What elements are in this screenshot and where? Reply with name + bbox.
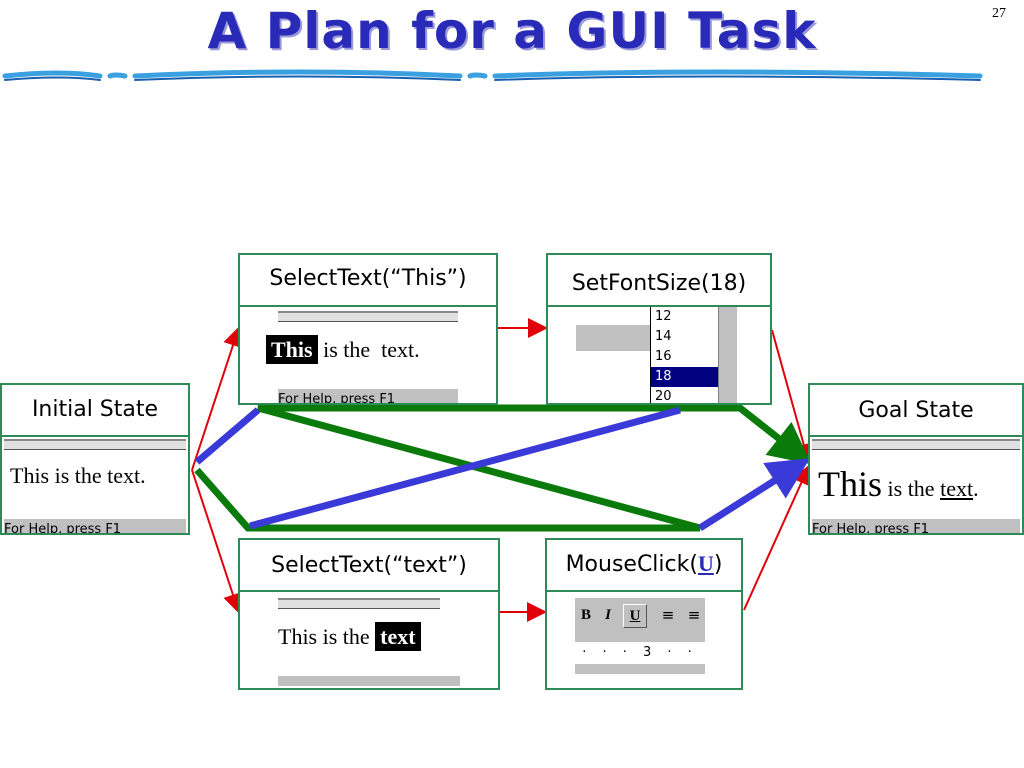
step-label: MouseClick(U): [547, 540, 741, 592]
font-size-option[interactable]: 12: [655, 309, 672, 324]
step-mouse-click: MouseClick(U) B I U ≡ ≡ · · · 3 · ·: [545, 538, 743, 690]
scrollbar[interactable]: [718, 307, 737, 403]
slide-title: A Plan for a GUI Task: [207, 2, 817, 60]
step-label: SetFontSize(18): [548, 255, 770, 307]
goal-state-box: Goal State This is the text. For Help, p…: [808, 383, 1024, 535]
edge-initial-to-selecttext: [191, 469, 243, 614]
bold-button[interactable]: B: [580, 607, 591, 623]
word-text: text: [940, 476, 974, 501]
step-set-font-size: SetFontSize(18) 12 14 16 18 20: [546, 253, 772, 405]
goal-state-label: Goal State: [810, 385, 1022, 437]
highlighted-word: text: [375, 622, 421, 651]
status-bar: For Help, press F1: [812, 519, 1020, 533]
text-end: .: [973, 476, 979, 501]
ruler: [812, 439, 1020, 450]
align-left-icon[interactable]: ≡: [661, 606, 675, 624]
edge-initial-to-selectthis: [191, 326, 243, 471]
font-size-option[interactable]: 20: [655, 389, 672, 404]
doc-text: This is the text: [278, 622, 421, 651]
font-size-option-selected[interactable]: 18: [651, 367, 719, 387]
align-center-icon[interactable]: ≡: [687, 606, 701, 624]
font-size-option[interactable]: 14: [655, 329, 672, 344]
status-bar: For Help, press F1: [4, 519, 186, 533]
doc-text: This is the text.: [10, 463, 146, 488]
italic-button[interactable]: I: [605, 607, 611, 623]
step-label: SelectText(“text”): [240, 540, 498, 592]
header-suffix: ): [713, 552, 723, 577]
text-rest: is the text.: [317, 337, 420, 362]
initial-state-box: Initial State This is the text. For Help…: [0, 383, 190, 535]
initial-state-label: Initial State: [2, 385, 188, 437]
plan-blue-seg1: [194, 407, 261, 465]
status-bar: For Help, press F1: [278, 389, 458, 403]
title-underline: [2, 69, 983, 81]
ruler-mark: 3: [642, 645, 658, 660]
highlighted-word: This: [266, 335, 318, 364]
plan-blue-seg2: [249, 406, 681, 530]
ruler: [4, 439, 186, 450]
edge-click-to-goal: [743, 464, 811, 611]
step-select-this: SelectText(“This”) This is the text. For…: [238, 253, 498, 405]
doc-text: This is the text.: [818, 463, 979, 505]
ruler: · · · 3 · ·: [575, 642, 705, 664]
header-arg: U: [697, 551, 714, 576]
font-size-list[interactable]: 12 14 16 18 20: [650, 307, 719, 404]
step-select-text: SelectText(“text”) This is the text: [238, 538, 500, 690]
formatting-toolbar: B I U ≡ ≡ · · · 3 · ·: [575, 598, 705, 674]
doc-text: This is the text.: [266, 335, 420, 364]
step-label: SelectText(“This”): [240, 255, 496, 307]
plan-green: [194, 404, 812, 532]
page-number: 27: [992, 6, 1006, 21]
status-bar: [278, 676, 460, 686]
header-prefix: MouseClick(: [565, 552, 698, 577]
text-mid: is the: [882, 476, 941, 501]
plan-blue-seg3: [698, 458, 810, 531]
underline-button[interactable]: U: [623, 604, 647, 628]
font-size-option[interactable]: 16: [655, 349, 672, 364]
text-before: This is the: [278, 624, 376, 649]
word-this: This: [818, 464, 883, 504]
ruler: [278, 598, 440, 609]
plan-blue: [197, 408, 806, 526]
ruler: [278, 311, 458, 322]
